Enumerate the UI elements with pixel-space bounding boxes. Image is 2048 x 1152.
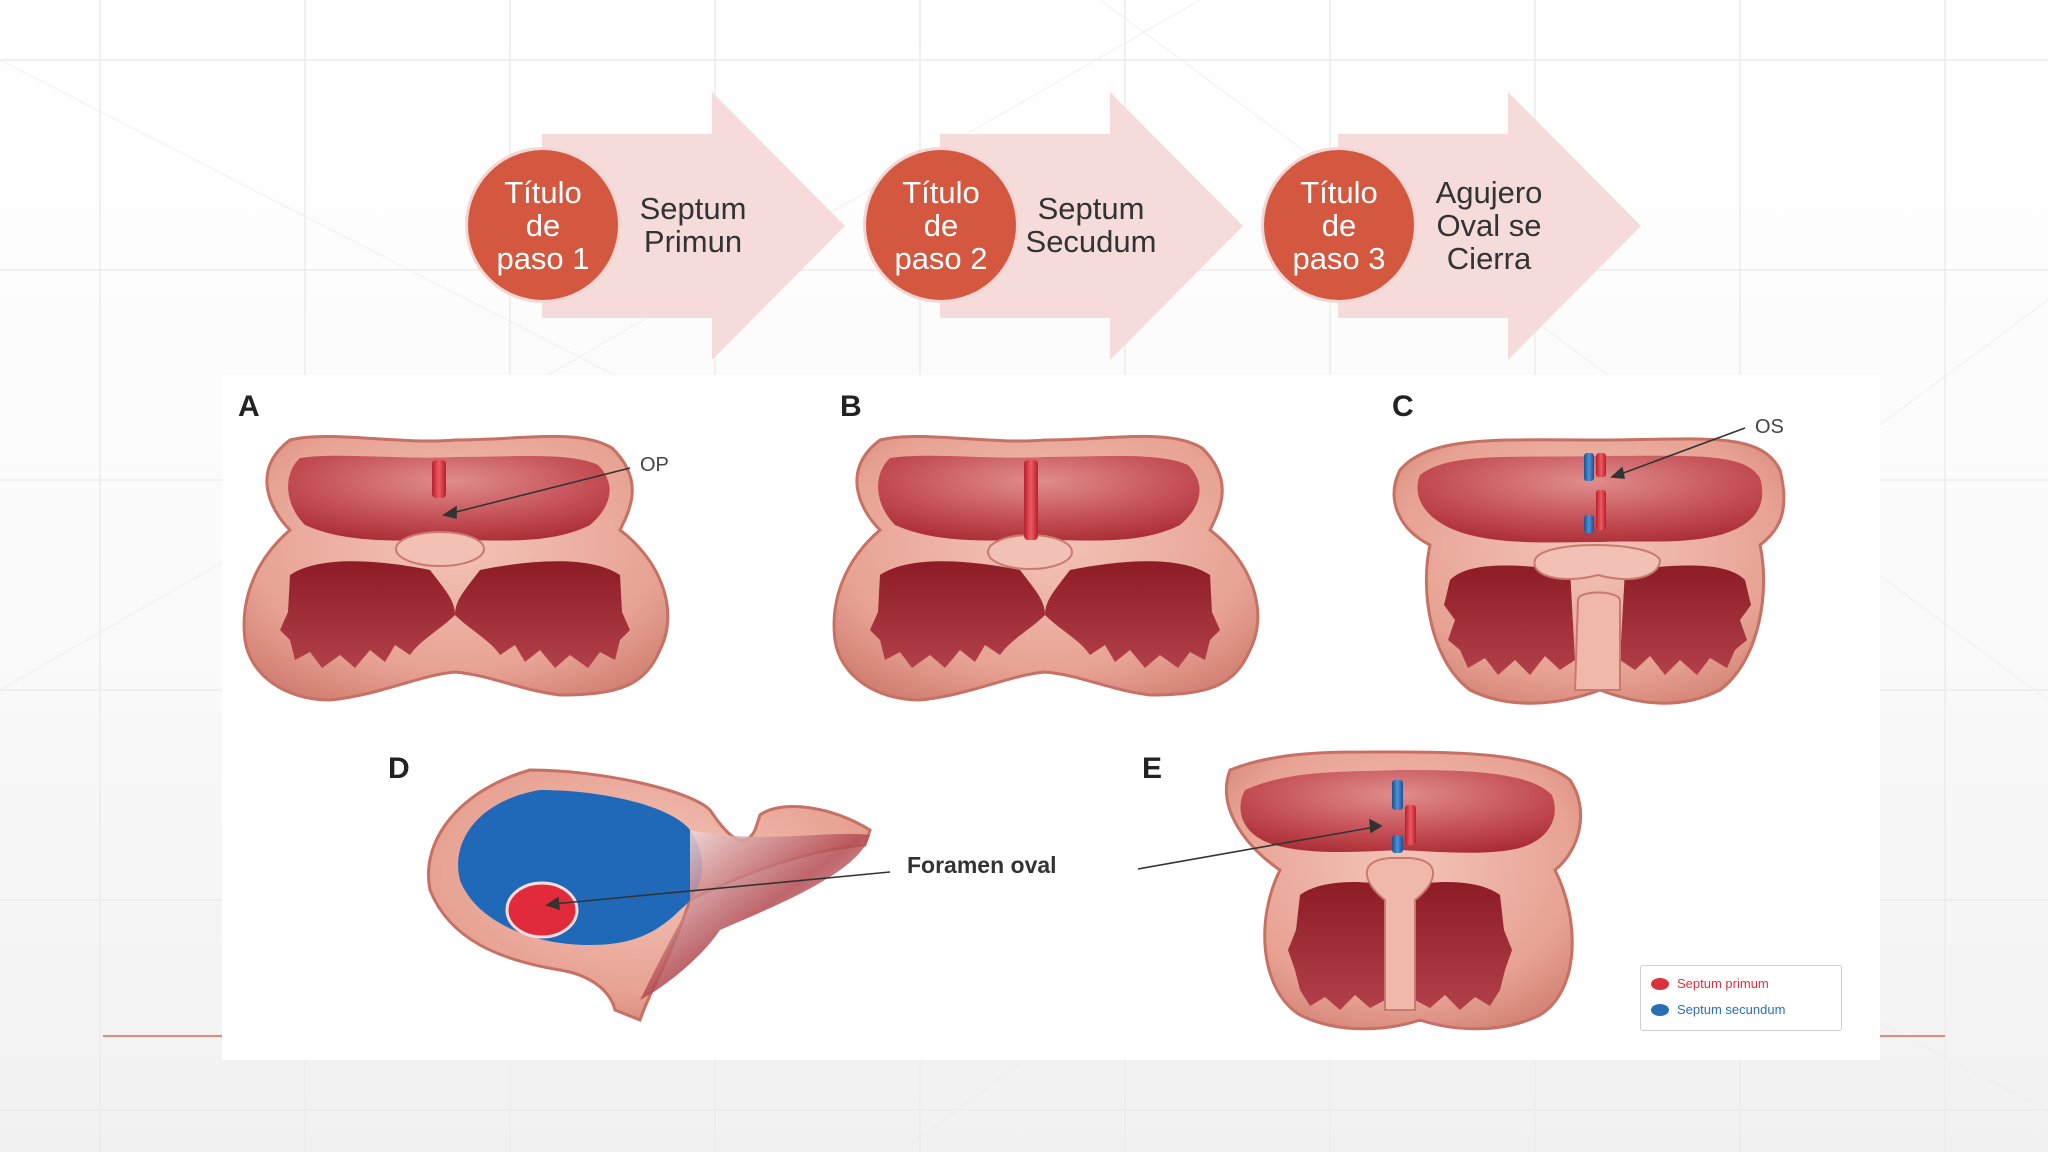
footer-rule-right — [1880, 1035, 1945, 1037]
heart-e — [1224, 750, 1583, 1031]
panel-letter-b: B — [840, 390, 862, 423]
legend-label-primum: Septum primum — [1677, 976, 1769, 991]
heart-b — [832, 434, 1260, 702]
foramen-right-pointer-line — [1137, 826, 1376, 870]
step-2-arrow — [940, 92, 1243, 360]
step-1-title-line2: de — [525, 207, 561, 243]
step-3-title-line2: de — [1321, 207, 1357, 243]
step-2-title-circle: Título de paso 2 — [866, 150, 1016, 300]
step-2-title-line1: Título — [902, 174, 980, 210]
step-3-title-line1: Título — [1300, 174, 1378, 210]
foramen-left-pointer-head — [545, 896, 560, 911]
step-3-label: Agujero Oval se Cierra — [1399, 176, 1579, 275]
step-3-title-circle: Título de paso 3 — [1264, 150, 1414, 300]
septum-legend: Septum primum Septum secundum — [1640, 965, 1842, 1031]
footer-rule-left — [103, 1035, 223, 1037]
legend-swatch-secundum — [1651, 1003, 1669, 1016]
step-3-label-line1: Agujero — [1435, 175, 1543, 210]
os-label: OS — [1755, 416, 1784, 438]
op-pointer-head — [442, 505, 457, 520]
step-1-title-line3: paso 1 — [496, 240, 590, 276]
panel-letter-e: E — [1142, 752, 1163, 785]
heart-c — [1392, 437, 1786, 705]
legend-swatch-primum — [1651, 977, 1669, 990]
foramen-right-pointer-head — [1369, 818, 1383, 834]
step-1-label: Septum Primun — [603, 192, 783, 258]
legend-row-secundum: Septum secundum — [1651, 1002, 1785, 1017]
os-pointer-line — [1617, 427, 1746, 476]
panel-letter-c: C — [1392, 390, 1414, 423]
step-3-title-line3: paso 3 — [1292, 240, 1386, 276]
step-2-label-line2: Secudum — [1025, 224, 1157, 259]
step-3-label-line2: Oval se — [1436, 208, 1542, 243]
step-1-label-line2: Primun — [643, 224, 743, 259]
step-1-arrow — [542, 92, 845, 360]
legend-row-primum: Septum primum — [1651, 976, 1769, 991]
step-2-label-line1: Septum — [1037, 191, 1145, 226]
step-1-label-line1: Septum — [639, 191, 747, 226]
step-2-title-line2: de — [923, 207, 959, 243]
step-2-label: Septum Secudum — [1001, 192, 1181, 258]
heart-a — [242, 434, 670, 702]
foramen-left-pointer-line — [552, 871, 891, 905]
panel-letter-d: D — [388, 752, 410, 785]
foramen-oval-label: Foramen oval — [907, 852, 1057, 878]
panel-letter-a: A — [238, 390, 260, 423]
os-pointer-head — [1610, 466, 1625, 479]
legend-label-secundum: Septum secundum — [1677, 1002, 1786, 1017]
step-1-title-line1: Título — [504, 174, 582, 210]
step-3-label-line3: Cierra — [1446, 241, 1532, 276]
op-pointer-line — [447, 467, 631, 515]
op-label: OP — [640, 454, 669, 476]
step-3-arrow — [1338, 92, 1641, 360]
step-2-title-line3: paso 2 — [894, 240, 988, 276]
step-1-title-circle: Título de paso 1 — [468, 150, 618, 300]
